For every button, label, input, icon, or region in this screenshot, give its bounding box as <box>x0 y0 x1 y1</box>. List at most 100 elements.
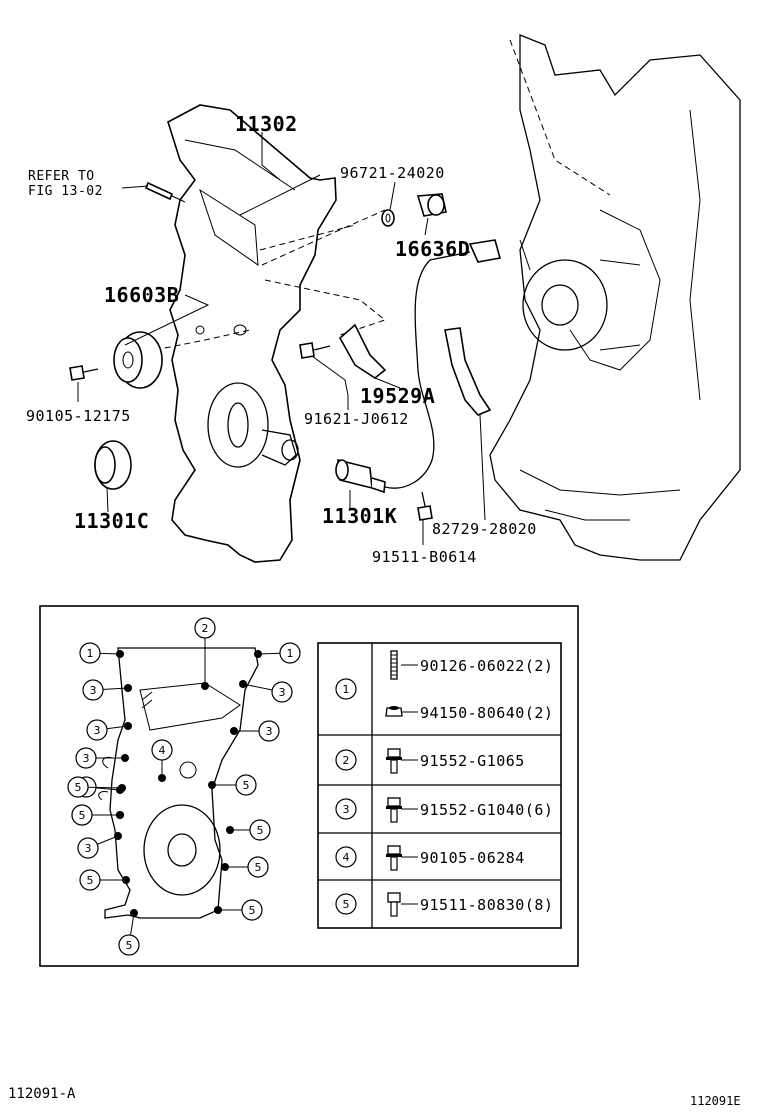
bolt-marker-5: 5 <box>221 856 269 878</box>
callout-82729-28020: 82729-28020 <box>432 520 537 538</box>
marker-circle <box>86 719 108 741</box>
marker-circle <box>67 776 89 798</box>
legend-key-number: 1 <box>343 683 350 696</box>
bolt-dot <box>158 774 166 782</box>
bolt-marker-5: 5 <box>208 774 257 796</box>
marker-number: 1 <box>287 647 294 660</box>
legend-part-number: 91552-G1065 <box>420 752 525 770</box>
bolt-dot <box>130 909 138 917</box>
marker-number: 5 <box>243 779 250 792</box>
bolt-dot <box>254 650 262 658</box>
refer-fig-label: FIG 13-02 <box>28 184 103 199</box>
legend-key-circle <box>335 893 357 915</box>
bolt-dot <box>116 811 124 819</box>
marker-number: 2 <box>202 622 209 635</box>
legend-key-circle <box>335 846 357 868</box>
bolt-marker-5: 5 <box>226 819 271 841</box>
callout-19529a: 19529A <box>360 384 435 408</box>
bolt-dot <box>121 754 129 762</box>
bolt-marker-3: 3 <box>239 680 293 703</box>
bolt-location-frame <box>39 605 579 967</box>
legend-key-circle <box>335 749 357 771</box>
marker-circle <box>77 837 99 859</box>
marker-circle <box>71 804 93 826</box>
bolt-dot <box>114 832 122 840</box>
bolt-marker-5: 5 <box>67 776 126 798</box>
marker-circle <box>247 856 269 878</box>
bolt-marker-3: 3 <box>86 719 132 741</box>
bolt-map: 12133334335555355555 <box>67 617 301 956</box>
bolt-marker-2: 2 <box>194 617 216 690</box>
legend-key-circle <box>335 798 357 820</box>
marker-number: 5 <box>126 939 133 952</box>
bolt-dot <box>116 650 124 658</box>
pulley-bolt-part <box>69 365 99 381</box>
bolt-dot <box>124 684 132 692</box>
callout-91621-j0612: 91621-J0612 <box>304 410 409 428</box>
bolt-dot <box>214 906 222 914</box>
illustration-code-left: 112091-A <box>8 1086 76 1102</box>
marker-circle <box>79 642 101 664</box>
marker-number: 3 <box>279 686 286 699</box>
callout-11301c: 11301C <box>74 509 149 533</box>
bracket-bolt-part <box>299 342 331 359</box>
marker-circle <box>118 934 140 956</box>
marker-circle <box>79 869 101 891</box>
legend-key-number: 3 <box>343 803 350 816</box>
marker-number: 5 <box>87 874 94 887</box>
bolt-icon <box>387 892 401 917</box>
marker-number: 3 <box>83 752 90 765</box>
marker-circle <box>279 642 301 664</box>
flange-bolt-icon <box>386 748 402 774</box>
marker-circle <box>258 720 280 742</box>
marker-circle <box>75 747 97 769</box>
legend-part-number: 90105-06284 <box>420 849 525 867</box>
bolt-marker-5: 5 <box>71 804 124 826</box>
callout-90105-12175: 90105-12175 <box>26 407 131 425</box>
marker-circle <box>241 899 263 921</box>
bolt-dot <box>221 863 229 871</box>
marker-number: 3 <box>266 725 273 738</box>
legend-key-number: 5 <box>343 898 350 911</box>
callout-leaders <box>77 132 486 545</box>
bolt-marker-5: 5 <box>79 869 130 891</box>
crank-position-sensor-part <box>335 239 502 494</box>
legend-row-2: 2 91552-G1065 <box>335 748 525 774</box>
stud-bolt-part <box>144 181 186 203</box>
bolt-marker-1: 1 <box>254 642 301 664</box>
bolt-dot <box>226 826 234 834</box>
legend-row-4: 4 90105-06284 <box>335 845 525 871</box>
bolt-dot <box>118 784 126 792</box>
bolt-marker-3: 3 <box>230 720 280 742</box>
harness-clamp-part <box>444 327 492 416</box>
refer-to-label: REFER TO <box>28 169 95 184</box>
bolt-marker-1: 1 <box>79 642 124 664</box>
bolt-dot <box>230 727 238 735</box>
bolt-map-cover-outline <box>98 647 259 919</box>
marker-number: 4 <box>159 744 166 757</box>
illustration-code-right: 112091E <box>690 1094 741 1108</box>
flange-bolt-icon <box>386 845 402 871</box>
callout-16636d: 16636D <box>395 237 470 261</box>
legend-part-number: 94150-80640(2) <box>420 704 553 722</box>
legend-part-number: 91552-G1040(6) <box>420 801 553 819</box>
sensor-bolt-part <box>417 491 433 521</box>
plug-part <box>416 193 447 217</box>
idler-pulley-part <box>113 331 163 389</box>
legend-key-number: 4 <box>343 851 350 864</box>
assembly-leader-lines <box>154 209 387 351</box>
legend-key-number: 2 <box>343 754 350 767</box>
marker-number: 5 <box>75 781 82 794</box>
marker-circle <box>235 774 257 796</box>
flange-bolt-icon <box>386 797 402 823</box>
bolt-dot <box>208 781 216 789</box>
bolt-dot <box>122 876 130 884</box>
marker-number: 5 <box>79 809 86 822</box>
nut-icon <box>385 706 403 717</box>
marker-circle <box>151 739 173 761</box>
bolt-dot <box>201 682 209 690</box>
